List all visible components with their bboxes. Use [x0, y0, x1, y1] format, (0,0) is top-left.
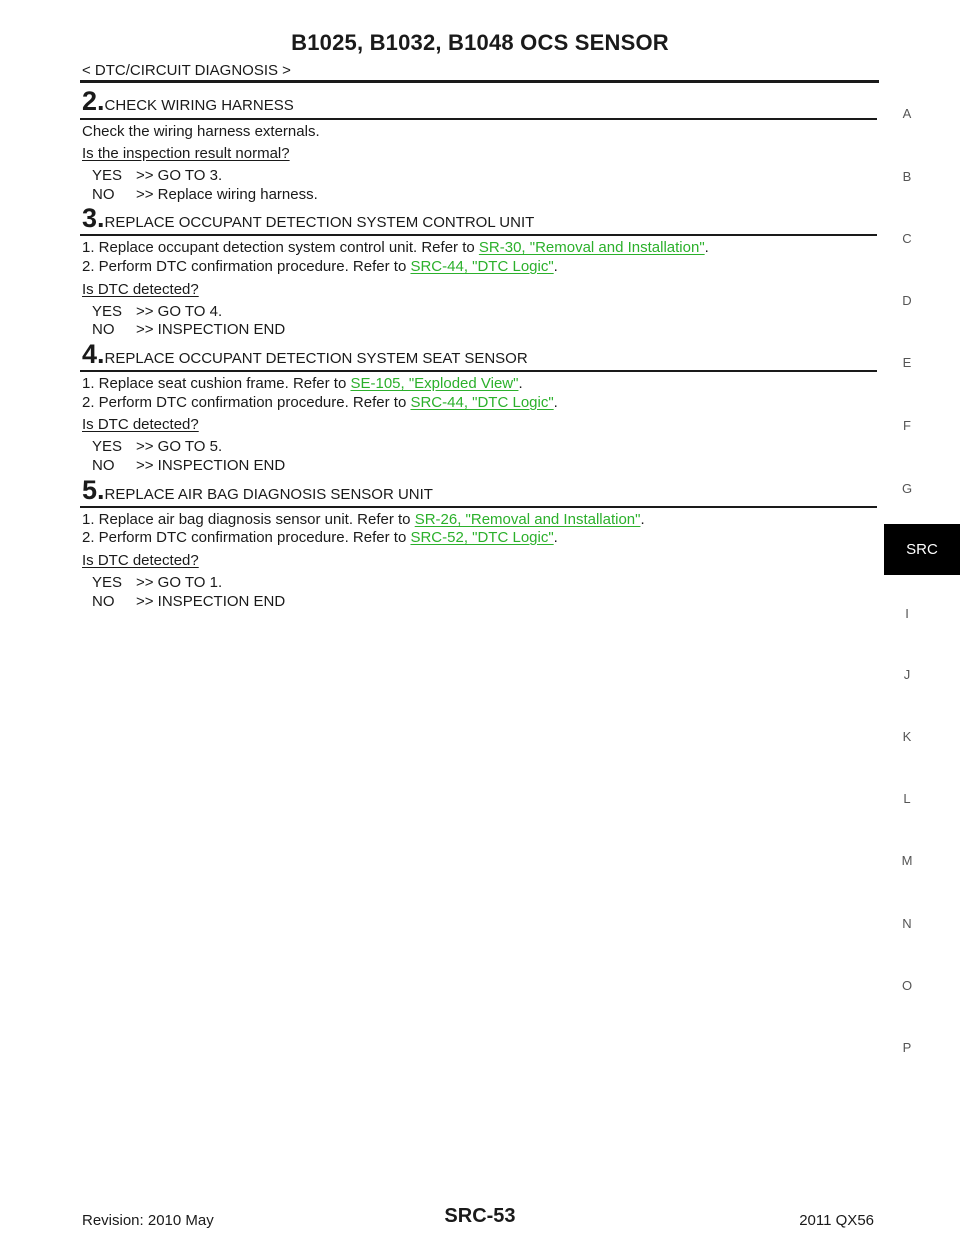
answer-text: >> GO TO 3. [136, 167, 223, 184]
index-tab-b[interactable]: B [902, 169, 912, 184]
step-divider [80, 234, 877, 236]
reference-link[interactable]: SR-26, "Removal and Installation" [414, 511, 641, 528]
step-2-heading: 2.CHECK WIRING HARNESS [82, 86, 294, 116]
step-divider [80, 118, 877, 120]
answer-key: YES [92, 574, 123, 591]
step-question: Is DTC detected? [82, 552, 199, 569]
step-5-heading: 5.REPLACE AIR BAG DIAGNOSIS SENSOR UNIT [82, 475, 433, 505]
reference-link[interactable]: SE-105, "Exploded View" [350, 375, 519, 392]
section-breadcrumb: < DTC/CIRCUIT DIAGNOSIS > [82, 62, 291, 79]
index-tab-n[interactable]: N [902, 916, 912, 931]
step-divider [80, 370, 877, 372]
title-divider [80, 80, 879, 83]
procedure-item: 1. Replace seat cushion frame. Refer to … [82, 375, 523, 392]
answer-key: YES [92, 438, 123, 455]
answer-yes: YES >> GO TO 4. [92, 303, 222, 321]
step-4-heading: 4.REPLACE OCCUPANT DETECTION SYSTEM SEAT… [82, 339, 528, 369]
step-question: Is DTC detected? [82, 281, 199, 298]
answer-text: >> INSPECTION END [136, 457, 286, 474]
step-3-heading: 3.REPLACE OCCUPANT DETECTION SYSTEM CONT… [82, 203, 534, 233]
reference-link[interactable]: SRC-52, "DTC Logic" [410, 529, 554, 546]
answer-key: NO [92, 321, 115, 338]
answer-key: NO [92, 186, 115, 203]
procedure-item: 2. Perform DTC confirmation procedure. R… [82, 394, 558, 411]
index-tab-j[interactable]: J [903, 667, 911, 682]
answer-text: >> INSPECTION END [136, 593, 286, 610]
procedure-item: 2. Perform DTC confirmation procedure. R… [82, 529, 558, 546]
reference-link[interactable]: SRC-44, "DTC Logic" [410, 258, 554, 275]
answer-no: NO >> Replace wiring harness. [92, 186, 318, 204]
page-title: B1025, B1032, B1048 OCS SENSOR [291, 30, 669, 55]
step-question: Is DTC detected? [82, 416, 199, 433]
procedure-item: 2. Perform DTC confirmation procedure. R… [82, 258, 558, 275]
answer-key: YES [92, 167, 123, 184]
step-title: REPLACE AIR BAG DIAGNOSIS SENSOR UNIT [104, 486, 433, 503]
step-title: CHECK WIRING HARNESS [104, 97, 294, 114]
procedure-item: 1. Replace air bag diagnosis sensor unit… [82, 511, 645, 528]
step-number: 4. [82, 339, 105, 369]
step-number: 2. [82, 86, 105, 116]
step-title: REPLACE OCCUPANT DETECTION SYSTEM CONTRO… [104, 214, 535, 231]
step-divider [80, 506, 877, 508]
index-tab-g[interactable]: G [901, 481, 913, 496]
answer-text: >> GO TO 1. [136, 574, 223, 591]
index-tab-e[interactable]: E [902, 355, 912, 370]
index-tab-i[interactable]: I [905, 606, 909, 621]
page-number: SRC-53 [444, 1205, 516, 1227]
answer-key: YES [92, 303, 123, 320]
index-tab-l[interactable]: L [903, 791, 911, 806]
index-tab-d[interactable]: D [902, 293, 912, 308]
index-tab-src-active[interactable]: SRC [884, 524, 960, 575]
reference-link[interactable]: SR-30, "Removal and Installation" [478, 239, 705, 256]
answer-text: >> Replace wiring harness. [136, 186, 318, 203]
answer-yes: YES >> GO TO 5. [92, 438, 222, 456]
answer-no: NO >> INSPECTION END [92, 321, 285, 339]
vehicle-model: 2011 QX56 [799, 1212, 874, 1229]
procedure-item: 1. Replace occupant detection system con… [82, 239, 709, 256]
answer-yes: YES >> GO TO 1. [92, 574, 222, 592]
answer-yes: YES >> GO TO 3. [92, 167, 222, 185]
step-number: 5. [82, 475, 105, 505]
index-tab-o[interactable]: O [901, 978, 913, 993]
reference-link[interactable]: SRC-44, "DTC Logic" [410, 394, 554, 411]
answer-key: NO [92, 593, 115, 610]
answer-text: >> GO TO 5. [136, 438, 223, 455]
step-number: 3. [82, 203, 105, 233]
step-instruction: Check the wiring harness externals. [82, 123, 320, 140]
answer-text: >> GO TO 4. [136, 303, 223, 320]
answer-no: NO >> INSPECTION END [92, 593, 285, 611]
index-tab-m[interactable]: M [901, 853, 913, 868]
answer-no: NO >> INSPECTION END [92, 457, 285, 475]
answer-text: >> INSPECTION END [136, 321, 286, 338]
step-title: REPLACE OCCUPANT DETECTION SYSTEM SEAT S… [104, 350, 528, 367]
index-tab-c[interactable]: C [902, 231, 912, 246]
index-tab-p[interactable]: P [902, 1040, 912, 1055]
revision-date: Revision: 2010 May [82, 1212, 214, 1229]
index-tab-a[interactable]: A [902, 106, 912, 121]
answer-key: NO [92, 457, 115, 474]
step-question: Is the inspection result normal? [82, 145, 290, 162]
index-tab-k[interactable]: K [902, 729, 912, 744]
index-tab-f[interactable]: F [903, 418, 911, 433]
